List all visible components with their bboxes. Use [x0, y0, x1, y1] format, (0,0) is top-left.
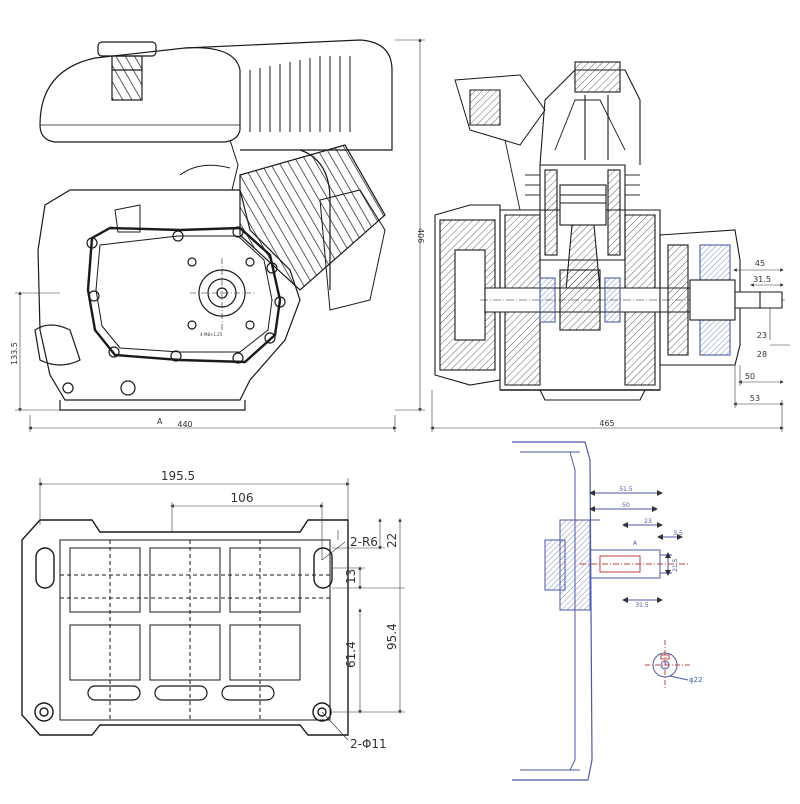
cover-section [512, 441, 593, 781]
side-section-view [434, 61, 785, 401]
base-dim-center: 106 [231, 491, 254, 505]
base-plate-outline [21, 519, 349, 736]
side-dim-length: 465 [599, 419, 614, 428]
detail-dim-50: 50 [622, 502, 630, 509]
front-dim-width: 440 [177, 420, 192, 429]
side-dim-23: 23 [757, 331, 767, 340]
front-label-a: A [157, 417, 163, 426]
cylinder-fins [239, 144, 386, 291]
side-output-shaft [734, 291, 783, 309]
fuel-tank [39, 47, 241, 143]
base-dim-radius: 2-R6 [350, 535, 378, 549]
hole-left [34, 702, 54, 722]
front-dim-shaft-height: 133.5 [10, 342, 19, 365]
base-plate-view [21, 519, 349, 736]
base-dimensions [38, 478, 405, 741]
side-dimensions [430, 268, 790, 432]
detail-dim-23: 23 [644, 518, 652, 525]
front-dim-height: 406 [416, 228, 425, 243]
detail-mark-a: A [633, 540, 638, 547]
front-view [34, 39, 393, 411]
detail-dim-21-5: 21.5 [672, 558, 679, 572]
slot-left [35, 547, 55, 589]
base-dim-holes: 2-Φ11 [350, 737, 387, 751]
base-dim-95-4: 95.4 [385, 623, 399, 650]
base-dim-overall: 195.5 [161, 469, 195, 483]
front-pattern-note: 4-M8×1.25 [200, 332, 223, 337]
base-dim-22: 22 [385, 533, 399, 548]
detail-dim-31-5: 31.5 [635, 602, 649, 609]
crankcase [37, 189, 301, 401]
base-dim-61-4: 61.4 [344, 641, 358, 668]
side-dim-53: 53 [750, 394, 760, 403]
side-dim-28: 28 [757, 350, 767, 359]
side-dim-31-5: 31.5 [753, 275, 771, 284]
air-shroud [184, 39, 393, 151]
base-dim-13: 13 [344, 569, 358, 584]
front-dimensions [15, 38, 425, 432]
hole-right [312, 702, 332, 722]
cover-bolts [86, 226, 286, 364]
side-dim-45: 45 [755, 259, 765, 268]
shaft-detail-view [512, 441, 690, 781]
reduction-housing [659, 229, 741, 366]
gear-cover [86, 226, 282, 364]
detail-dim-51-5: 51.5 [619, 486, 633, 493]
cylinder [539, 164, 626, 261]
detail-dim-3-5: 3.5 [673, 530, 683, 537]
shroud-louvres [249, 56, 351, 132]
detail-dia: φ22 [689, 676, 703, 684]
side-dim-50: 50 [745, 372, 755, 381]
piston [559, 184, 607, 226]
